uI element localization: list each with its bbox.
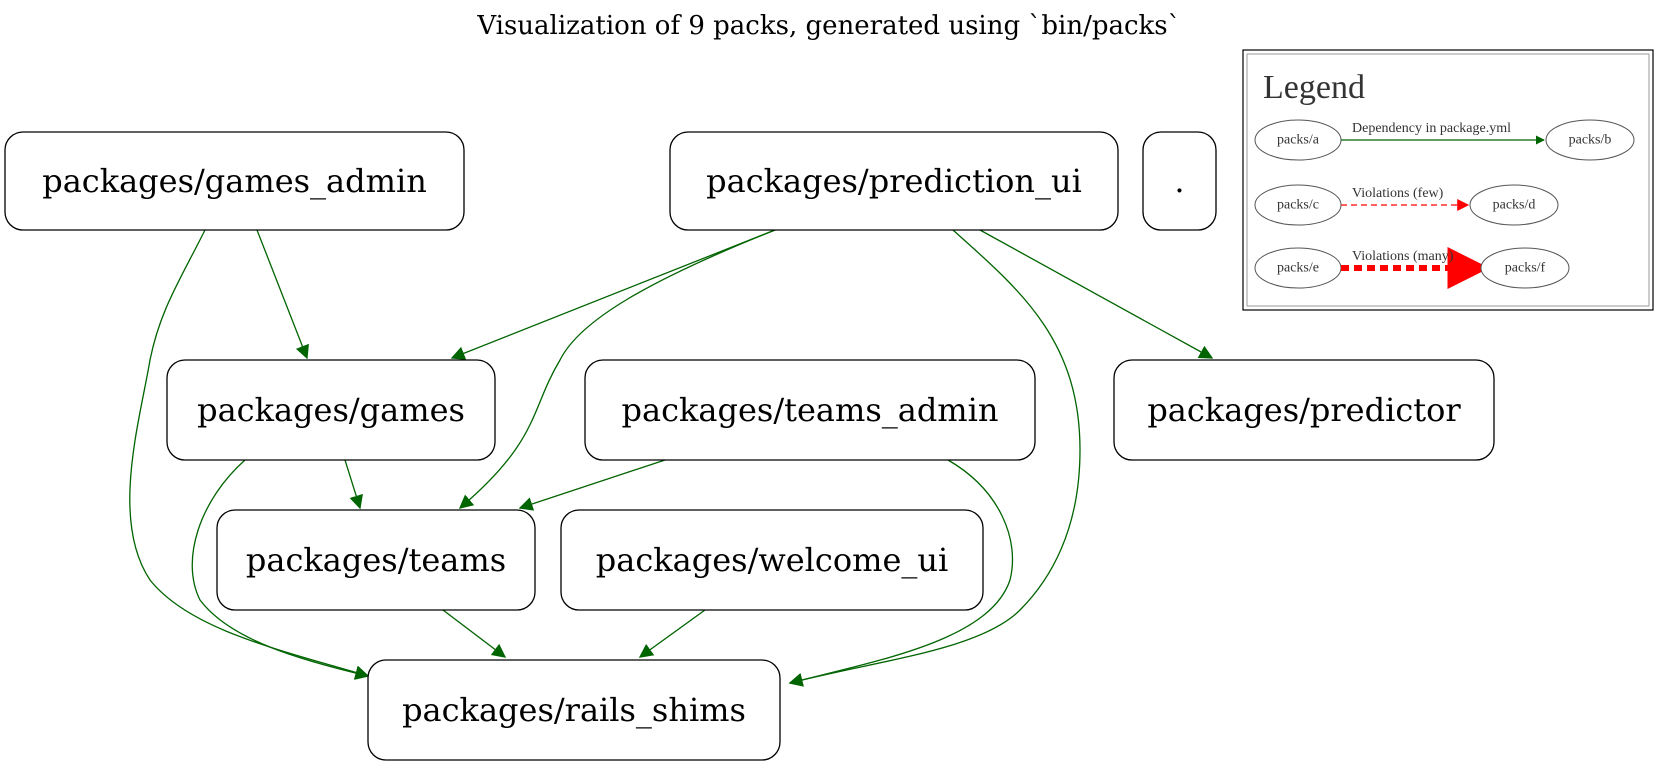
legend-node-a-label: packs/a	[1277, 133, 1320, 148]
node-welcome_ui[interactable]: packages/welcome_ui	[560, 509, 984, 611]
edge-games-teams	[344, 459, 363, 510]
legend-violations-few-label: Violations (few)	[1352, 186, 1444, 201]
legend-node-b-label: packs/b	[1569, 133, 1612, 148]
node-root[interactable]: .	[1142, 131, 1217, 231]
node-games_admin[interactable]: packages/games_admin	[4, 131, 465, 231]
node-label: packages/predictor	[1147, 391, 1461, 429]
legend-node-c-label: packs/c	[1277, 198, 1319, 213]
node-label: packages/games_admin	[42, 162, 427, 200]
edge-prediction_ui-teams	[458, 229, 776, 509]
diagram-title: Visualization of 9 packs, generated usin…	[476, 11, 1180, 41]
node-teams_admin[interactable]: packages/teams_admin	[584, 359, 1036, 461]
legend-node-d-label: packs/d	[1493, 198, 1536, 213]
node-label: .	[1174, 162, 1184, 200]
edge-teams_admin-rails_shims	[788, 459, 1014, 687]
node-games[interactable]: packages/games	[166, 359, 496, 461]
legend-node-d	[1469, 184, 1559, 226]
edge-games-rails_shims	[191, 459, 370, 680]
edge-teams-rails_shims	[442, 609, 507, 658]
edge-teams_admin-teams	[518, 459, 666, 511]
legend: Legend packs/a Dependency in package.yml…	[1242, 49, 1654, 311]
legend-violations-many-label: Violations (many)	[1352, 249, 1454, 264]
edge-prediction_ui-games	[450, 229, 776, 360]
node-label: packages/games	[197, 391, 465, 429]
legend-title: Legend	[1263, 69, 1365, 106]
legend-dependency-label: Dependency in package.yml	[1352, 121, 1511, 136]
node-label: packages/teams	[246, 541, 506, 579]
node-label: packages/teams_admin	[622, 391, 999, 429]
legend-node-b	[1545, 119, 1635, 161]
legend-node-f	[1480, 247, 1570, 289]
nodes: packages/games_admin packages/prediction…	[4, 131, 1495, 761]
node-label: packages/rails_shims	[402, 691, 746, 729]
node-predictor[interactable]: packages/predictor	[1113, 359, 1495, 461]
node-label: packages/prediction_ui	[706, 162, 1082, 200]
edge-games_admin-rails_shims	[129, 229, 370, 680]
node-prediction_ui[interactable]: packages/prediction_ui	[669, 131, 1119, 231]
legend-frame-inner	[1246, 53, 1650, 307]
node-rails_shims[interactable]: packages/rails_shims	[367, 659, 781, 761]
edge-welcome_ui-rails_shims	[638, 609, 706, 658]
edges	[129, 229, 1214, 687]
legend-node-f-label: packs/f	[1505, 261, 1546, 276]
legend-node-e-label: packs/e	[1277, 261, 1319, 276]
edge-prediction_ui-rails_shims	[788, 229, 1081, 687]
edge-games_admin-games	[256, 229, 309, 360]
node-label: packages/welcome_ui	[596, 541, 948, 579]
node-teams[interactable]: packages/teams	[216, 509, 536, 611]
edge-prediction_ui-predictor	[979, 229, 1214, 359]
